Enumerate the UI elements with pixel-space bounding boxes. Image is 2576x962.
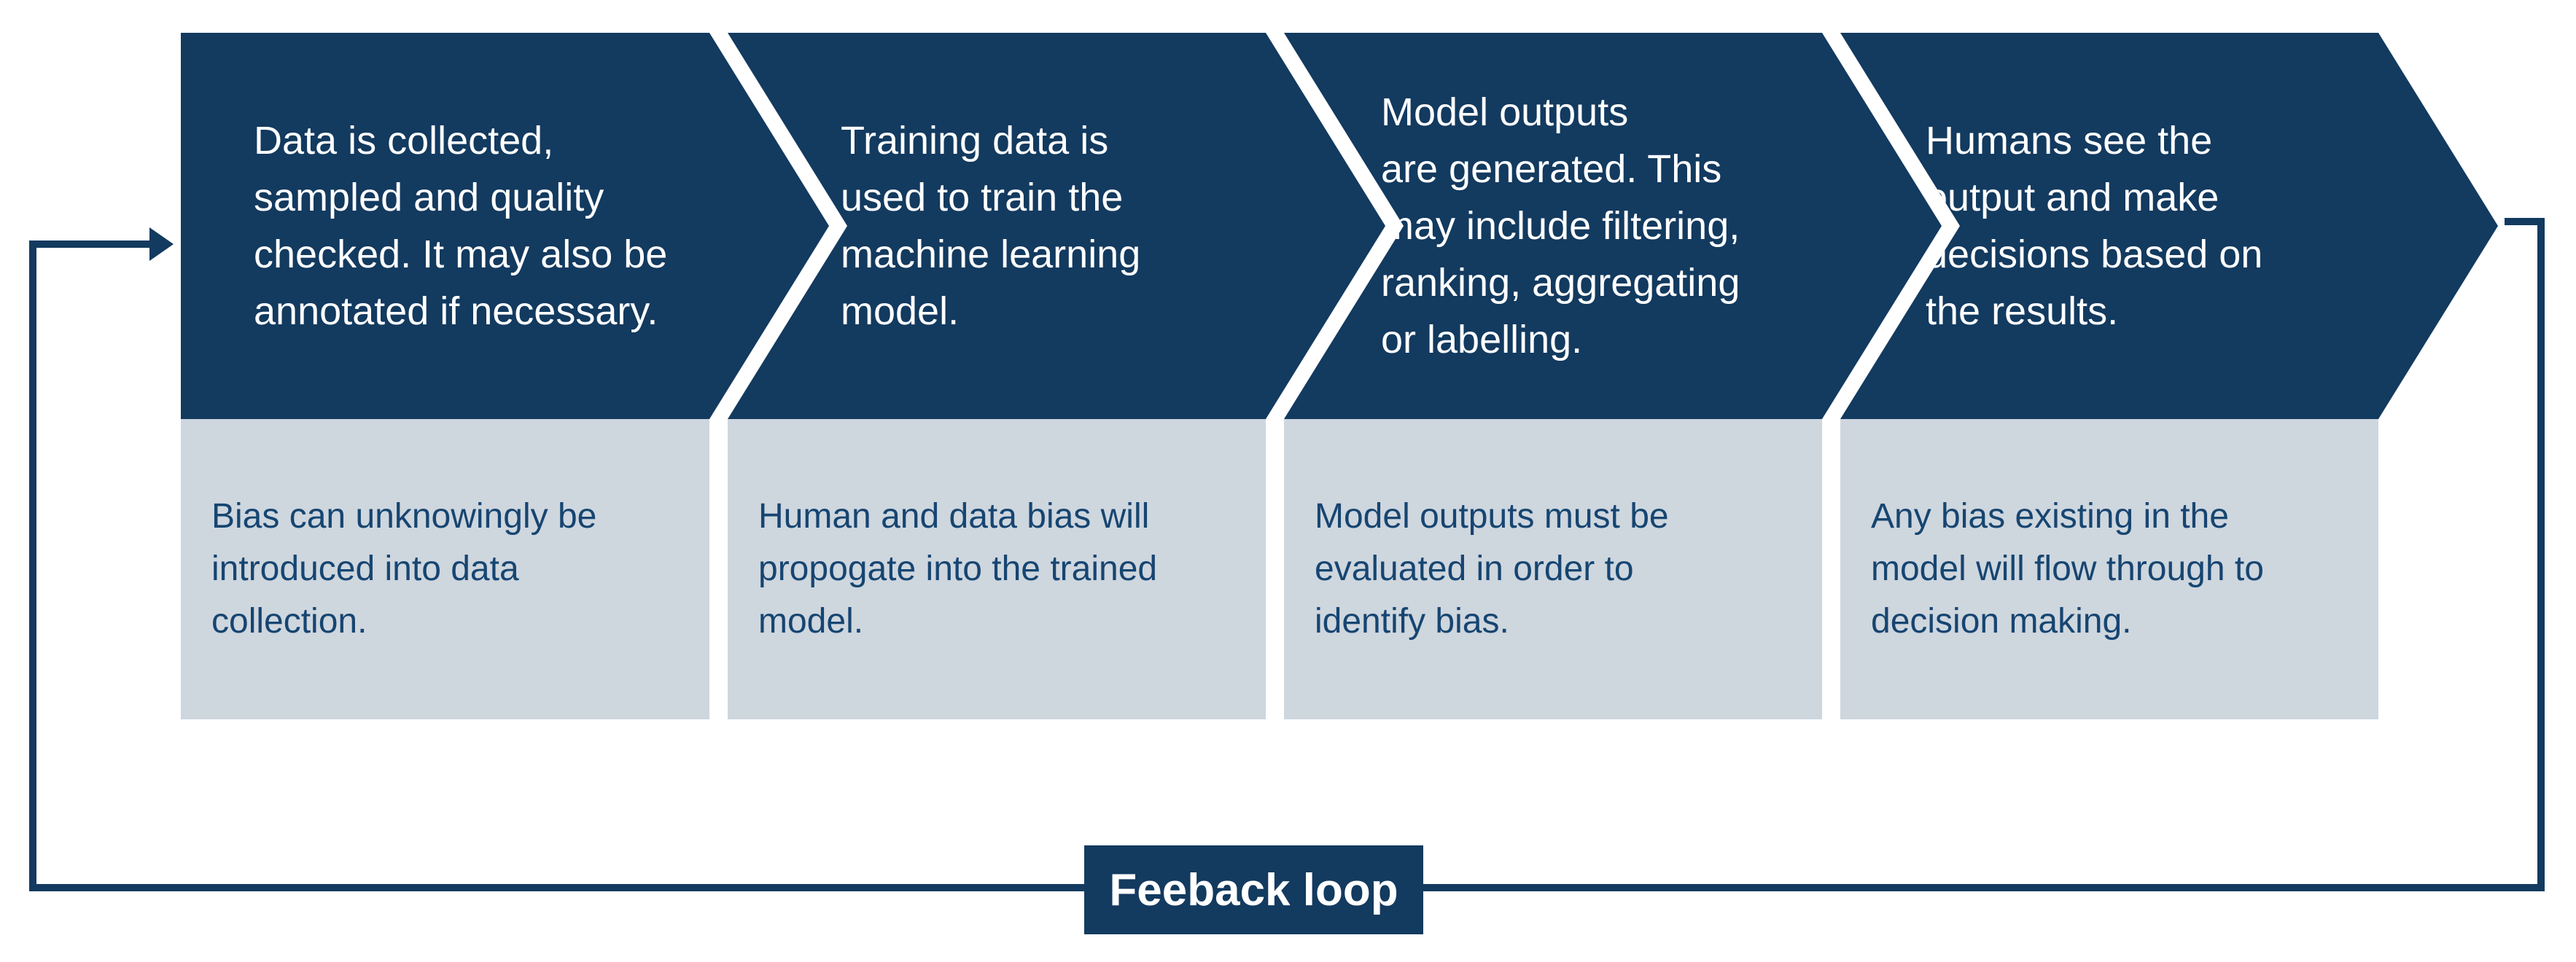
feedback-arrowhead-icon	[149, 227, 174, 261]
feedback-line-left-vertical	[29, 240, 36, 891]
stage-2-bias-text: Human and data bias will propogate into …	[758, 497, 1158, 641]
feedback-loop-label: Feeback loop	[1109, 864, 1398, 915]
feedback-line-left-stub	[29, 240, 149, 248]
stage-4-step-text: Humans see the output and make decisions…	[1926, 119, 2263, 333]
stage-3-bias-box: Model outputs must be evaluated in order…	[1284, 419, 1822, 719]
stage-1-bias-text: Bias can unknowingly be introduced into …	[211, 497, 597, 641]
stage-2-step-text: Training data is used to train the machi…	[841, 119, 1141, 333]
stage-3-step-text: Model outputs are generated. This may in…	[1381, 90, 1740, 361]
stage-1-chevron: Data is collected, sampled and quality c…	[181, 33, 829, 419]
stage-1-step-text: Data is collected, sampled and quality c…	[254, 119, 668, 333]
stage-4-bias-text: Any bias existing in the model will flow…	[1871, 497, 2264, 641]
feedback-loop-label-box: Feeback loop	[1084, 845, 1423, 934]
feedback-line-right-stub	[2505, 218, 2545, 225]
stage-3-bias-text: Model outputs must be evaluated in order…	[1315, 497, 1669, 641]
stage-2-bias-box: Human and data bias will propogate into …	[728, 419, 1266, 719]
feedback-line-right-vertical	[2537, 218, 2545, 891]
stage-4-bias-box: Any bias existing in the model will flow…	[1840, 419, 2378, 719]
stage-3-chevron: Model outputs are generated. This may in…	[1284, 33, 1942, 419]
stage-1-bias-box: Bias can unknowingly be introduced into …	[181, 419, 709, 719]
